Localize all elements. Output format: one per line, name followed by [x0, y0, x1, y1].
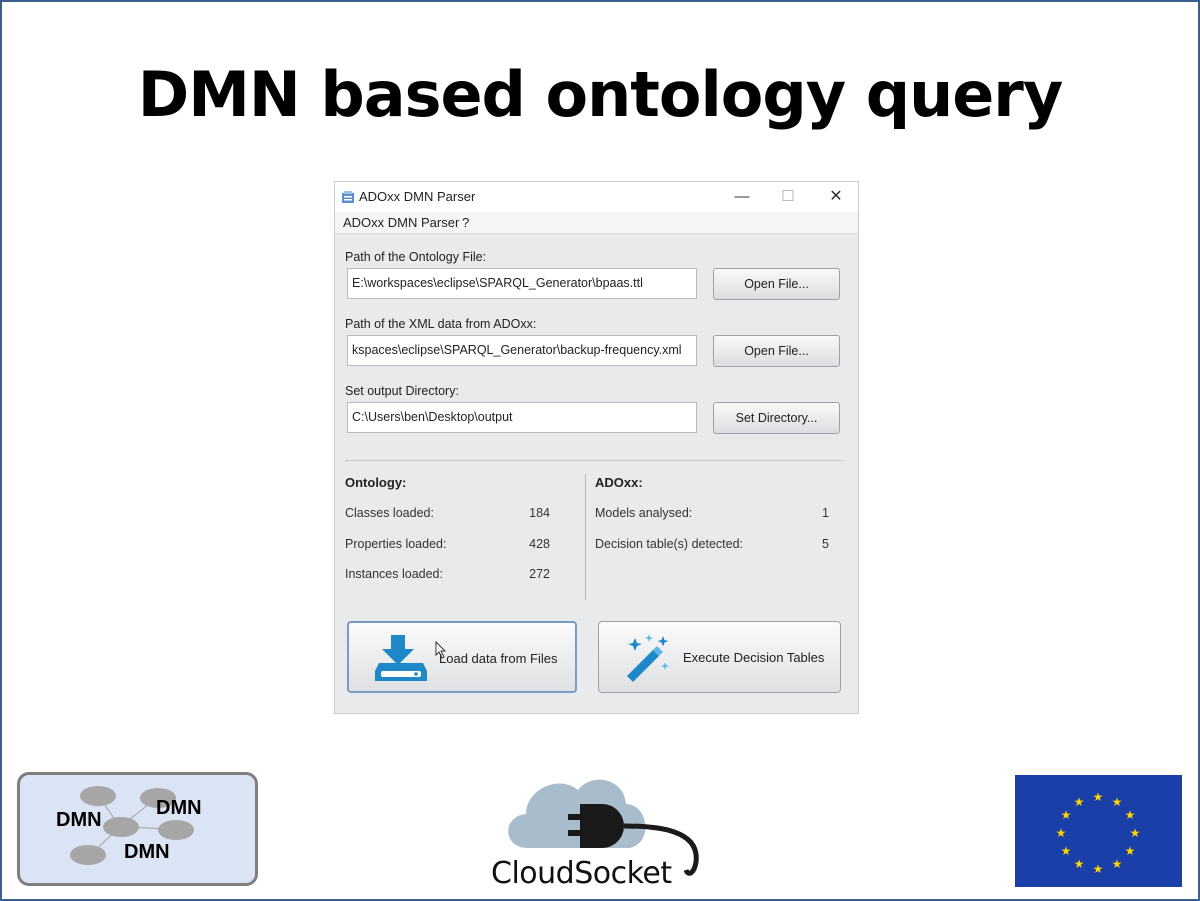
load-data-button[interactable]: Load data from Files: [347, 621, 577, 693]
cloudsocket-wordmark: CloudSocket: [491, 856, 672, 891]
menu-adoxx-dmn-parser[interactable]: ADOxx DMN Parser: [343, 215, 460, 230]
xml-file-input[interactable]: kspaces\eclipse\SPARQL_Generator\backup-…: [347, 335, 697, 366]
set-directory-button[interactable]: Set Directory...: [713, 402, 840, 434]
eu-flag-icon: ★ ★ ★ ★ ★ ★ ★ ★ ★ ★ ★ ★: [1015, 775, 1182, 887]
instances-loaded-value: 272: [529, 567, 550, 581]
dmn-label-1: DMN: [56, 809, 102, 831]
cloudsocket-logo-icon: [508, 779, 699, 876]
window-title: ADOxx DMN Parser: [359, 189, 476, 204]
xml-file-label: Path of the XML data from ADOxx:: [345, 317, 537, 331]
svg-text:★: ★: [1125, 808, 1136, 822]
separator: [345, 460, 843, 461]
svg-text:★: ★: [1056, 826, 1067, 840]
open-xml-file-button[interactable]: Open File...: [713, 335, 840, 367]
svg-text:★: ★: [1074, 857, 1085, 871]
classes-loaded-value: 184: [529, 506, 550, 520]
svg-text:★: ★: [1061, 844, 1072, 858]
ontology-heading: Ontology:: [345, 475, 407, 490]
output-directory-input[interactable]: C:\Users\ben\Desktop\output: [347, 402, 697, 433]
app-icon: [342, 191, 354, 203]
classes-loaded-label: Classes loaded:: [345, 506, 434, 520]
ontology-file-label: Path of the Ontology File:: [345, 250, 487, 264]
open-ontology-file-button[interactable]: Open File...: [713, 268, 840, 300]
models-analysed-label: Models analysed:: [595, 506, 693, 520]
download-drive-icon: [375, 635, 427, 681]
title-bar[interactable]: ADOxx DMN Parser — ☐ ✕: [335, 182, 858, 212]
load-data-label: Load data from Files: [439, 651, 558, 666]
svg-text:★: ★: [1125, 844, 1136, 858]
decision-tables-value: 5: [822, 537, 829, 551]
svg-text:★: ★: [1093, 862, 1104, 876]
maximize-button[interactable]: ☐: [781, 188, 795, 205]
dmn-label-2: DMN: [156, 797, 202, 819]
dmn-label-3: DMN: [124, 841, 170, 863]
minimize-button[interactable]: —: [734, 188, 750, 205]
svg-text:★: ★: [1112, 795, 1123, 809]
svg-text:★: ★: [1093, 790, 1104, 804]
ontology-file-input[interactable]: E:\workspaces\eclipse\SPARQL_Generator\b…: [347, 268, 697, 299]
menu-bar: ADOxx DMN Parser ?: [335, 212, 858, 234]
output-directory-label: Set output Directory:: [345, 384, 459, 398]
properties-loaded-label: Properties loaded:: [345, 537, 447, 551]
svg-text:★: ★: [1061, 808, 1072, 822]
vertical-separator: [585, 474, 586, 600]
mouse-cursor-icon: [435, 641, 447, 659]
execute-decision-tables-button[interactable]: Execute Decision Tables: [598, 621, 841, 693]
execute-decision-tables-label: Execute Decision Tables: [683, 650, 825, 665]
app-window: ADOxx DMN Parser — ☐ ✕ ADOxx DMN Parser …: [334, 181, 859, 714]
menu-help[interactable]: ?: [462, 215, 470, 230]
svg-text:★: ★: [1130, 826, 1141, 840]
decision-tables-label: Decision table(s) detected:: [595, 537, 743, 551]
svg-text:★: ★: [1112, 857, 1123, 871]
close-button[interactable]: ✕: [829, 188, 843, 205]
models-analysed-value: 1: [822, 506, 829, 520]
svg-text:★: ★: [1074, 795, 1085, 809]
dmn-network-icon: [70, 786, 194, 865]
properties-loaded-value: 428: [529, 537, 550, 551]
dmn-logo: DMN DMN DMN: [17, 772, 258, 886]
instances-loaded-label: Instances loaded:: [345, 567, 443, 581]
magic-wand-icon: [627, 634, 669, 682]
slide-title: DMN based ontology query: [137, 58, 1064, 131]
adoxx-heading: ADOxx:: [595, 475, 643, 490]
